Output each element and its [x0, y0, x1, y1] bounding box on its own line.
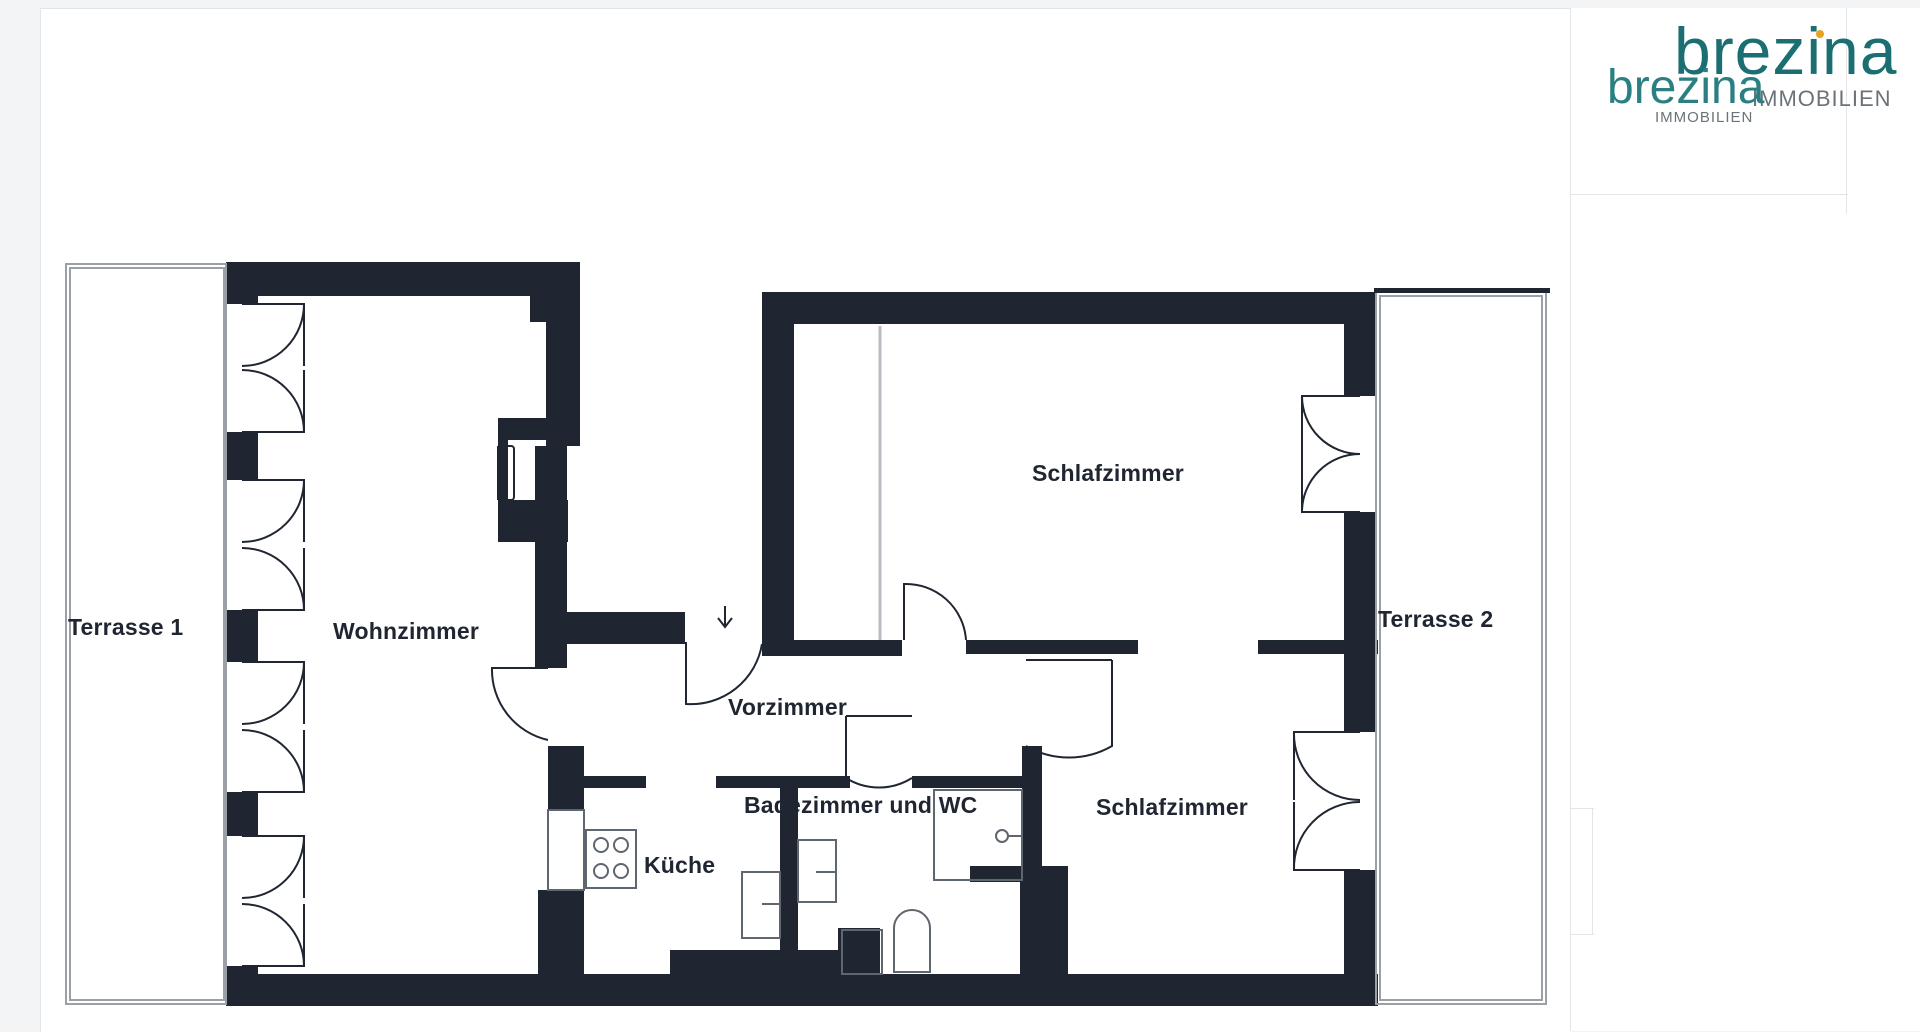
wall-right-upper-left — [546, 262, 580, 446]
door-swing-3 — [241, 479, 306, 543]
door-swing-5 — [241, 661, 306, 725]
door-swing-2 — [241, 369, 306, 433]
label-badezimmer: Badezimmer und WC — [744, 792, 978, 818]
t2-door-1 — [1300, 395, 1361, 455]
wall-left-top — [226, 262, 258, 304]
brand-logo-secondary-sub: IMMOBILIEN — [1655, 109, 1754, 126]
fixtures — [547, 789, 1023, 975]
wall-east-mid — [1344, 512, 1376, 732]
stove-icon — [585, 829, 637, 889]
t2-door-2 — [1300, 453, 1361, 513]
panel-tick-1 — [1570, 808, 1594, 809]
terrace-2-outline-inner — [1379, 295, 1543, 1001]
wohnzimmer-doors — [241, 303, 306, 967]
door-swing-6 — [241, 729, 306, 793]
wall-notch-left — [530, 290, 546, 322]
wall-bad-bottom-block2 — [838, 928, 880, 980]
brand-logo-dot — [1816, 30, 1824, 38]
plan-sheet — [40, 8, 1571, 1032]
toilet-icon — [893, 909, 931, 973]
door-swing-4 — [241, 547, 306, 611]
floor-plan — [65, 262, 1550, 1006]
door-wardrobe — [903, 582, 967, 641]
terrace-2-outline — [1375, 291, 1547, 1005]
label-schlafzimmer-2: Schlafzimmer — [1096, 794, 1248, 820]
wall-bedroom-divider-1 — [966, 640, 1138, 654]
wall-east-bottom — [1344, 870, 1376, 1006]
door-swing-1 — [241, 303, 306, 367]
brand-logo-primary-sub-wrap: IMMOBILIEN — [1752, 86, 1892, 112]
wall-vorzimmer-top — [567, 612, 685, 644]
walls — [226, 262, 1378, 1006]
label-wohnzimmer: Wohnzimmer — [333, 618, 479, 644]
terrasse-2-doors — [1292, 395, 1361, 871]
wall-left-seg2 — [226, 610, 258, 662]
stove-burner-4 — [613, 863, 629, 879]
wall-wardrobe-bottom — [762, 640, 902, 656]
wall-chimney — [498, 418, 568, 440]
brand-logo-primary-word: brezina — [1674, 14, 1898, 88]
brand-logo-secondary-word: brezina — [1607, 61, 1765, 114]
wall-bad-bottom-block — [670, 950, 850, 980]
terrace-1-outline-inner — [69, 267, 225, 1001]
label-terrasse-2: Terrasse 2 — [1378, 606, 1494, 632]
panel-divider-horizontal — [1570, 194, 1848, 195]
wall-bath-shower — [970, 866, 1022, 882]
t2-door-4 — [1292, 801, 1361, 871]
terrace-outlines — [65, 263, 1547, 1005]
brand-logo-primary-sub: IMMOBILIEN — [1752, 86, 1892, 111]
logo-panel — [1570, 8, 1920, 1031]
wall-kueche-top — [584, 776, 646, 788]
entry-arrow-icon — [717, 606, 733, 629]
stove-burner-2 — [613, 837, 629, 853]
label-terrasse-1: Terrasse 1 — [68, 614, 184, 640]
terrace-1-outline — [65, 263, 227, 1005]
door-bedroom-2 — [1025, 660, 1113, 759]
door-swing-7 — [241, 835, 306, 899]
terrace-2-railing — [1374, 288, 1550, 293]
wall-left-seg3 — [226, 792, 258, 836]
wall-right-left — [762, 292, 794, 644]
door-vorzimmer-entry — [685, 642, 763, 706]
door-wohnzimmer — [490, 667, 549, 741]
brand-logo-secondary: brezina — [1607, 64, 1764, 112]
door-swing-8 — [241, 903, 306, 967]
panel-tick-2 — [1570, 934, 1594, 935]
chimney-inner — [499, 445, 515, 501]
t2-door-3 — [1292, 731, 1361, 801]
kitchen-counter — [547, 809, 585, 891]
panel-divider-vertical-2 — [1846, 8, 1847, 214]
wall-bath-block — [1020, 866, 1068, 984]
shower-drain-icon — [995, 829, 1009, 843]
stove-burner-3 — [593, 863, 609, 879]
wall-wohn-right — [535, 446, 567, 668]
wall-chimney-side — [498, 418, 508, 542]
wall-left-seg1 — [226, 432, 258, 480]
wall-bad-top-right — [912, 776, 1024, 788]
label-schlafzimmer-1: Schlafzimmer — [1032, 460, 1184, 486]
label-kueche: Küche — [644, 852, 716, 878]
wall-kueche-top-left — [548, 746, 584, 810]
label-vorzimmer: Vorzimmer — [728, 694, 847, 720]
brand-logo-secondary-sub-wrap: IMMOBILIEN — [1655, 109, 1753, 127]
panel-divider-vertical — [1570, 8, 1571, 1031]
wall-bad-left — [780, 776, 798, 986]
door-bad — [845, 716, 913, 789]
stove-burner-1 — [593, 837, 609, 853]
wall-east-top — [1344, 292, 1376, 396]
interior-doors — [490, 326, 1113, 789]
wall-vorz-right — [1022, 746, 1042, 776]
wall-kueche-left-lower — [538, 890, 584, 986]
brand-logo-primary: brezina — [1674, 18, 1897, 84]
wall-top-left — [226, 262, 580, 296]
bath-fixture-block — [841, 929, 883, 975]
panel-tick-3 — [1592, 808, 1593, 934]
wall-top-right — [762, 292, 1376, 324]
